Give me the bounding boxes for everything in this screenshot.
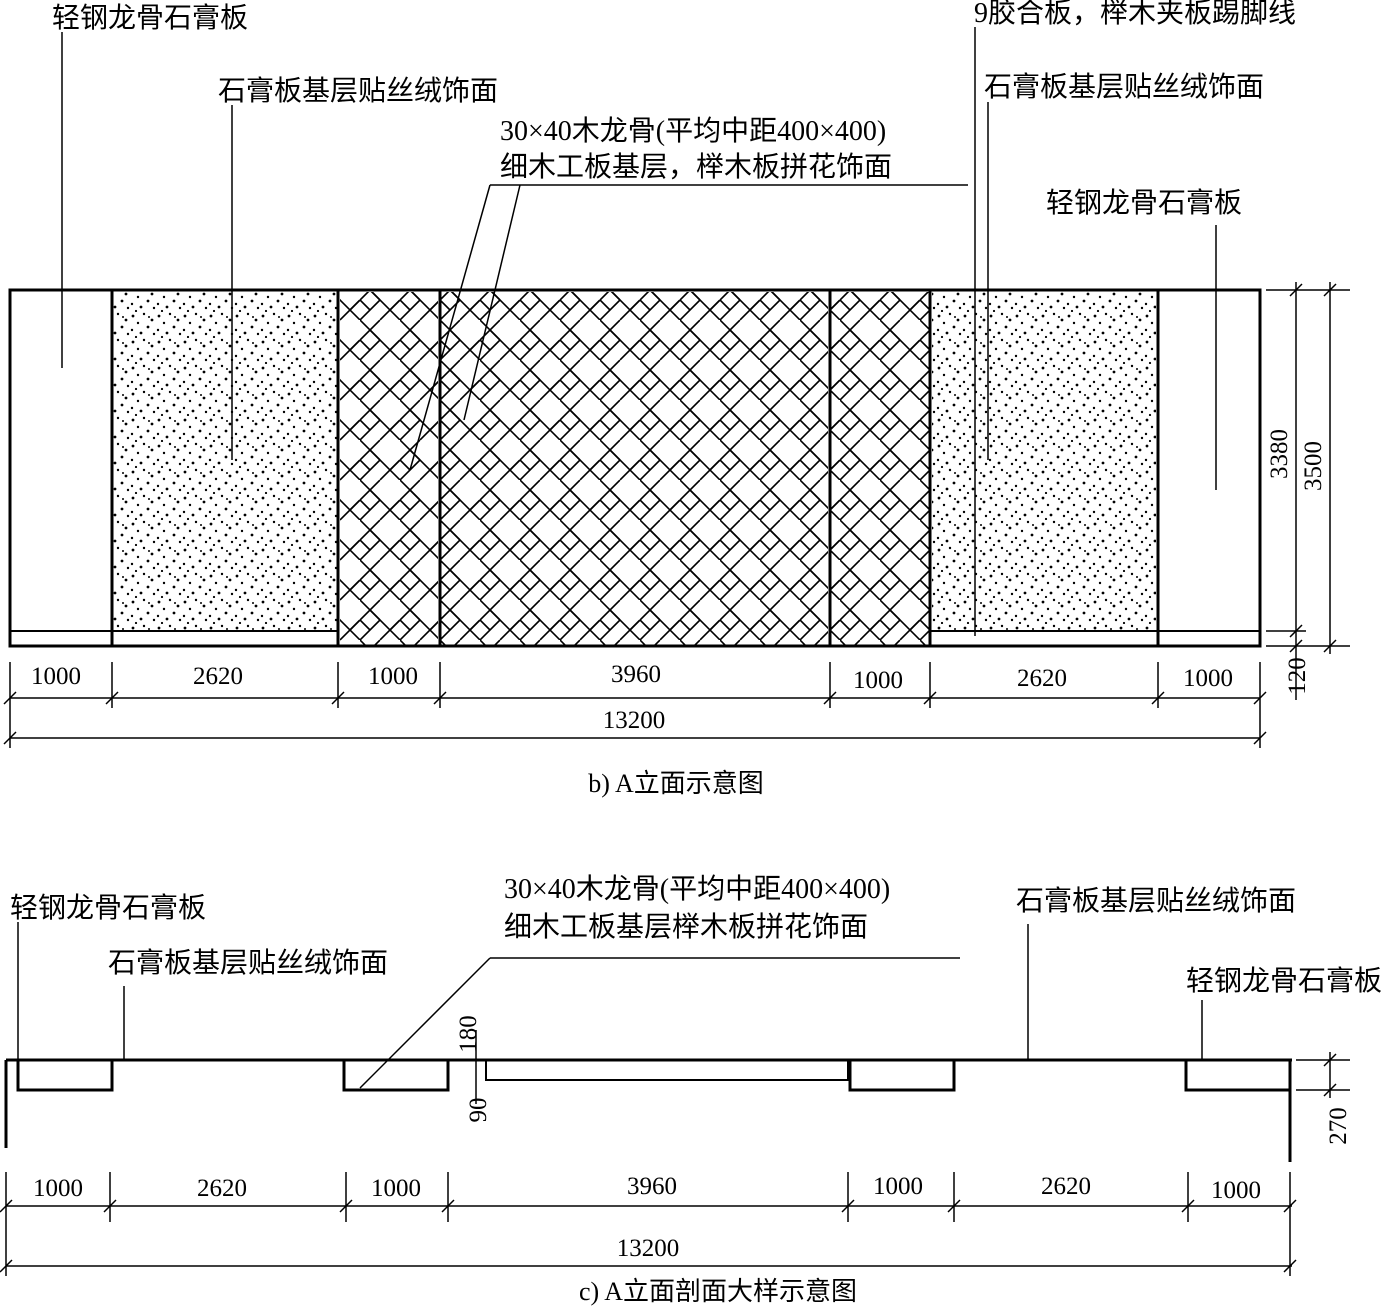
- label-velvet-finish-left: 石膏板基层贴丝绒饰面: [218, 75, 498, 107]
- section-label-gypsum-board-left: 轻钢龙骨石膏板: [10, 892, 206, 924]
- dim-width-6: 2620: [1017, 665, 1067, 692]
- dim-90: 90: [465, 1098, 492, 1123]
- section-dim-total: 13200: [617, 1235, 680, 1262]
- section-label-wood-keel: 30×40木龙骨(平均中距400×400): [504, 873, 890, 905]
- label-light-steel-gypsum-board-right: 轻钢龙骨石膏板: [1046, 187, 1242, 219]
- section-dim-width-7: 1000: [1211, 1177, 1261, 1204]
- elevation-leaders: [61, 27, 1217, 636]
- section-label-velvet-right: 石膏板基层贴丝绒饰面: [1016, 885, 1296, 917]
- elevation-view: 轻钢龙骨石膏板 石膏板基层贴丝绒饰面 30×40木龙骨(平均中距400×400)…: [3, 0, 1350, 798]
- section-dim-width-4: 3960: [627, 1173, 677, 1200]
- label-plywood-skirting: 9胶合板，榉木夹板踢脚线: [974, 0, 1296, 29]
- right-beech-parquet-panel: [830, 292, 930, 646]
- elevation-dim-lines: [3, 662, 1267, 748]
- section-dim-width-2: 2620: [197, 1175, 247, 1202]
- dim-skirting: 120: [1284, 657, 1311, 695]
- label-wood-keel: 30×40木龙骨(平均中距400×400): [500, 115, 886, 147]
- section-dim-lines: [0, 1172, 1297, 1276]
- section-dim-width-1: 1000: [33, 1175, 83, 1202]
- dim-height-outer: 3500: [1300, 441, 1327, 491]
- elevation-caption: b) A立面示意图: [588, 769, 764, 798]
- section-label-gypsum-board-right: 轻钢龙骨石膏板: [1186, 965, 1382, 997]
- dim-width-2: 2620: [193, 663, 243, 690]
- section-dim-width-3: 1000: [371, 1175, 421, 1202]
- parquet-layer: [485, 1060, 849, 1081]
- center-beech-parquet-panel: [440, 292, 828, 646]
- label-velvet-finish-right: 石膏板基层贴丝绒饰面: [984, 71, 1264, 103]
- dim-width-5: 1000: [853, 667, 903, 694]
- section-outline: [4, 1058, 1292, 1162]
- panel-dividers: [110, 290, 1160, 646]
- dim-height-inner: 3380: [1266, 429, 1293, 479]
- right-velvet-panel: [932, 292, 1156, 630]
- section-view: 轻钢龙骨石膏板 石膏板基层贴丝绒饰面 30×40木龙骨(平均中距400×400)…: [0, 873, 1382, 1306]
- section-leaders: [17, 922, 1203, 1104]
- label-blockboard-parquet: 细木工板基层，榉木板拼花饰面: [500, 151, 892, 183]
- section-thickness-dims: [1296, 1052, 1350, 1098]
- dim-total: 13200: [603, 707, 666, 734]
- section-caption: c) A立面剖面大样示意图: [579, 1277, 857, 1306]
- dim-width-3: 1000: [368, 663, 418, 690]
- section-dim-width-6: 2620: [1041, 1173, 1091, 1200]
- dim-width-1: 1000: [31, 663, 81, 690]
- label-light-steel-gypsum-board: 轻钢龙骨石膏板: [52, 2, 248, 34]
- left-beech-parquet-panel: [340, 292, 438, 646]
- section-dim-width-5: 1000: [873, 1173, 923, 1200]
- section-label-blockboard-parquet: 细木工板基层榉木板拼花饰面: [504, 911, 868, 943]
- dim-thickness-270: 270: [1325, 1107, 1352, 1145]
- dim-width-7: 1000: [1183, 665, 1233, 692]
- elevation-height-dims: [1266, 282, 1350, 700]
- section-label-velvet-left: 石膏板基层贴丝绒饰面: [108, 947, 388, 979]
- dim-180: 180: [455, 1015, 482, 1053]
- elevation-outline: [8, 288, 1262, 648]
- left-velvet-panel: [112, 292, 338, 630]
- dim-width-4: 3960: [611, 661, 661, 688]
